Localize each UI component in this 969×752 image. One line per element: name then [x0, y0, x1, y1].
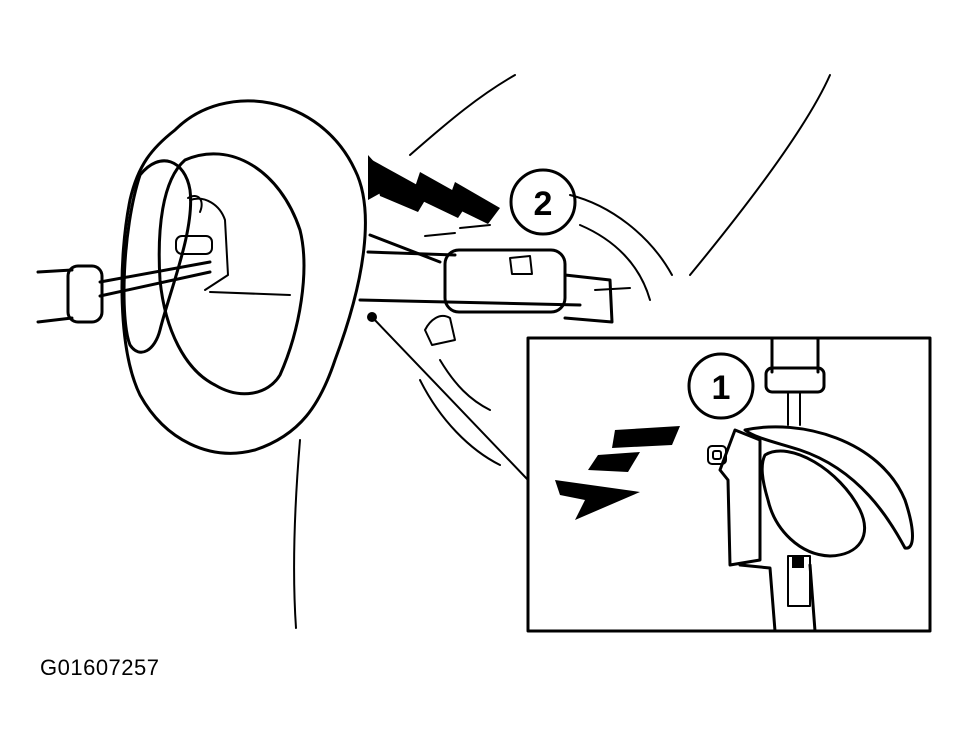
callout-1: 1 [687, 352, 755, 420]
screwdriver [36, 260, 212, 324]
steering-column [358, 233, 631, 481]
steering-wheel [120, 99, 367, 455]
pull-direction-arrow [368, 155, 500, 237]
callout-2: 2 [509, 168, 577, 236]
dashboard-outline [293, 74, 831, 629]
figure-id-label: G01607257 [40, 655, 160, 680]
callout-1-label: 1 [712, 369, 731, 407]
detail-inset [526, 336, 932, 633]
callout-2-label: 2 [534, 185, 553, 223]
